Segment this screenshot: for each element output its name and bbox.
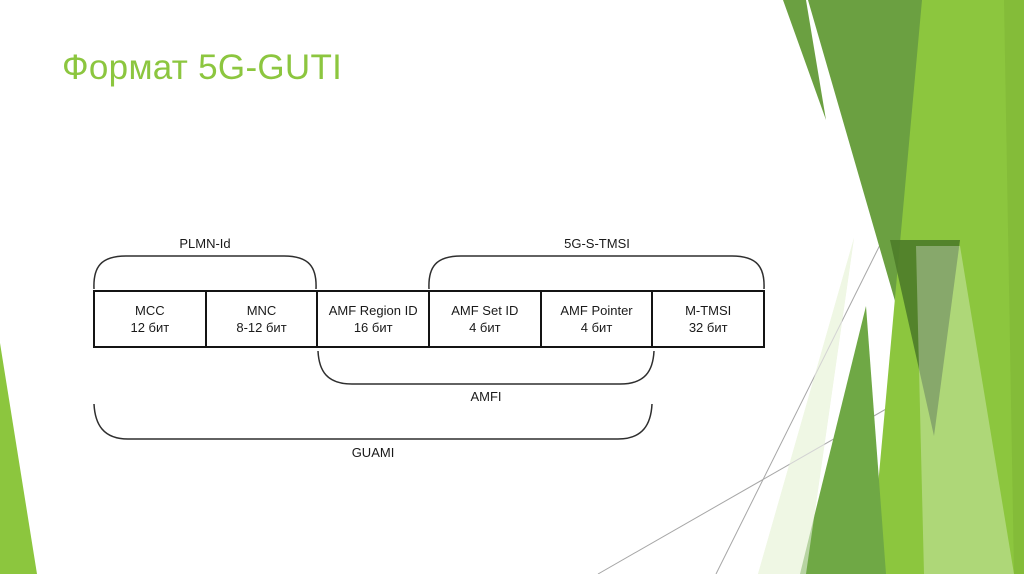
5g-s-tmsi-brace <box>428 255 765 290</box>
decoration-bottom-left-wedge <box>0 343 37 574</box>
amfi-label: AMFI <box>470 389 502 404</box>
field-name: AMF Region ID <box>328 303 418 318</box>
field-bits: 32 бит <box>688 320 728 335</box>
decoration-dark-v-triangle <box>890 240 960 436</box>
amfi-brace <box>317 350 655 385</box>
decoration-medium-bottom-triangle <box>800 306 886 574</box>
field-mcc: MCC 12 бит <box>95 292 207 346</box>
field-m-tmsi: M-TMSI 32 бит <box>653 292 763 346</box>
field-bits: 8-12 бит <box>236 320 287 335</box>
decoration-medium-triangle <box>808 0 934 436</box>
field-bits: 16 бит <box>353 320 393 335</box>
field-name: AMF Pointer <box>560 303 633 318</box>
decoration-light-band-overlay <box>916 246 1014 574</box>
decoration-thin-line-1 <box>715 0 1003 574</box>
field-amf-set-id: AMF Set ID 4 бит <box>430 292 542 346</box>
field-bits: 4 бит <box>580 320 613 335</box>
decoration-sliver-triangle <box>783 0 826 120</box>
field-bits: 4 бит <box>469 320 501 335</box>
field-name: MNC <box>246 303 277 318</box>
5g-s-tmsi-label: 5G-S-TMSI <box>564 236 630 251</box>
field-mnc: MNC 8-12 бит <box>207 292 319 346</box>
field-name: M-TMSI <box>685 303 732 318</box>
decoration-right-edge-stripe <box>1004 0 1024 574</box>
decoration-pale-overlay <box>758 238 854 574</box>
guami-brace <box>93 403 653 440</box>
plmn-id-brace <box>93 255 317 290</box>
guti-format-field-row: MCC 12 бит MNC 8-12 бит AMF Region ID 16… <box>93 290 765 348</box>
field-name: MCC <box>135 303 165 318</box>
decoration-pale-triangle-under <box>758 238 854 574</box>
field-amf-pointer: AMF Pointer 4 бит <box>542 292 654 346</box>
guami-label: GUAMI <box>351 445 395 460</box>
decoration-bright-slab <box>870 0 1024 574</box>
decoration-thin-line-2 <box>597 329 1024 574</box>
plmn-id-label: PLMN-Id <box>179 236 231 251</box>
slide-title: Формат 5G-GUTI <box>62 48 343 87</box>
field-name: AMF Set ID <box>451 303 519 318</box>
field-bits: 12 бит <box>130 320 170 335</box>
field-amf-region-id: AMF Region ID 16 бит <box>318 292 431 346</box>
